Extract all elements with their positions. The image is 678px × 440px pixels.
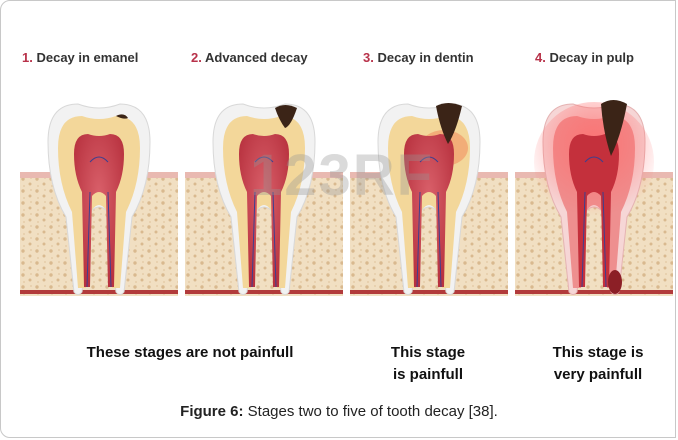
stage-label-2: 2. Advanced decay	[191, 50, 308, 65]
stage-number-1: 1.	[22, 50, 33, 65]
stage-label-1: 1. Decay in emanel	[22, 50, 138, 65]
stage-number-2: 2.	[191, 50, 202, 65]
caption-painful-line1: This stage	[368, 342, 488, 364]
caption-very-painful: This stage is very painfull	[528, 342, 668, 386]
caption-painful-line2: is painfull	[368, 364, 488, 386]
stage-label-4: 4. Decay in pulp	[535, 50, 634, 65]
tooth-panel-4	[515, 92, 673, 323]
figure-caption: Figure 6: Stages two to five of tooth de…	[0, 403, 678, 420]
stage-title-4: Decay in pulp	[549, 50, 634, 65]
stage-title-2: Advanced decay	[205, 50, 308, 65]
caption-very-painful-line2: very painfull	[528, 364, 668, 386]
caption-painful: This stage is painfull	[368, 342, 488, 386]
stage-label-3: 3. Decay in dentin	[363, 50, 474, 65]
tooth-panel-1	[20, 92, 178, 323]
figure-text: Stages two to five of tooth decay [38].	[244, 403, 498, 420]
stage-title-1: Decay in emanel	[36, 50, 138, 65]
stage-number-4: 4.	[535, 50, 546, 65]
caption-very-painful-line1: This stage is	[528, 342, 668, 364]
stage-title-3: Decay in dentin	[377, 50, 473, 65]
watermark-text: 123RF	[250, 142, 434, 209]
stage-number-3: 3.	[363, 50, 374, 65]
caption-not-painful: These stages are not painfull	[60, 342, 320, 364]
figure-label: Figure 6:	[180, 403, 243, 420]
